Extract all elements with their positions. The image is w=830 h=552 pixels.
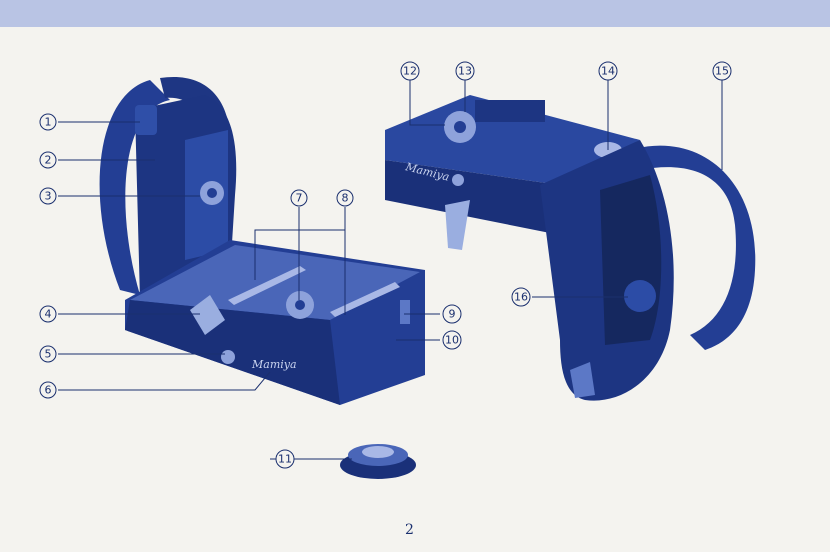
hanging-lever	[445, 200, 470, 250]
svg-text:16: 16	[514, 291, 528, 304]
callout-10: 10	[442, 330, 462, 350]
callout-16: 16	[511, 287, 531, 307]
svg-text:8: 8	[342, 192, 349, 205]
callout-12: 12	[400, 61, 420, 81]
callout-15: 15	[712, 61, 732, 81]
callout-1: 1	[39, 113, 57, 131]
top-rail-left	[228, 266, 306, 305]
callout-4: 4	[39, 305, 57, 323]
svg-text:15: 15	[715, 65, 729, 78]
locking-lever	[190, 295, 225, 335]
left-brand-logo: Mamiya	[251, 358, 297, 371]
page-number: 2	[405, 522, 414, 538]
callout-2: 2	[39, 151, 57, 169]
adapter-ring-center	[362, 446, 394, 458]
shutter-button	[135, 105, 157, 135]
left-strap	[99, 80, 170, 295]
release-button-right	[624, 280, 656, 312]
header-band	[0, 0, 830, 27]
front-button	[452, 174, 464, 186]
svg-text:11: 11	[278, 453, 292, 466]
callout-markers: 1 2 3 4 5 6 7 8 9 10 11 12 13 14 15 16	[39, 61, 732, 469]
svg-text:2: 2	[45, 154, 52, 167]
grip-foot	[570, 362, 595, 398]
right-grip-unit: Mamiya	[385, 95, 756, 401]
svg-text:10: 10	[445, 334, 459, 347]
svg-text:13: 13	[458, 65, 472, 78]
side-contact	[400, 300, 410, 324]
top-mount-center	[454, 121, 466, 133]
callout-7: 7	[290, 189, 308, 207]
mount-screw-center	[207, 188, 217, 198]
svg-text:4: 4	[45, 308, 52, 321]
svg-text:1: 1	[45, 116, 52, 129]
tripod-mount-center	[295, 300, 305, 310]
callout-9: 9	[442, 304, 462, 324]
svg-text:3: 3	[45, 190, 52, 203]
top-slot	[475, 100, 545, 122]
svg-text:14: 14	[601, 65, 615, 78]
callout-3: 3	[39, 187, 57, 205]
adapter-ring-part	[340, 444, 416, 479]
callout-6: 6	[39, 381, 57, 399]
top-rail-right	[330, 282, 400, 317]
callout-8: 8	[336, 189, 354, 207]
svg-text:6: 6	[45, 384, 52, 397]
svg-text:12: 12	[403, 65, 417, 78]
left-grip-unit: Mamiya	[99, 76, 425, 405]
grip-texture	[600, 175, 662, 345]
leader-lines	[58, 80, 723, 460]
svg-text:7: 7	[296, 192, 303, 205]
callout-13: 13	[455, 61, 475, 81]
callout-5: 5	[39, 345, 57, 363]
callout-11: 11	[275, 449, 295, 469]
right-top-front	[385, 160, 560, 235]
release-button	[221, 350, 235, 364]
svg-text:9: 9	[449, 308, 456, 321]
callout-14: 14	[598, 61, 618, 81]
svg-text:5: 5	[45, 348, 52, 361]
